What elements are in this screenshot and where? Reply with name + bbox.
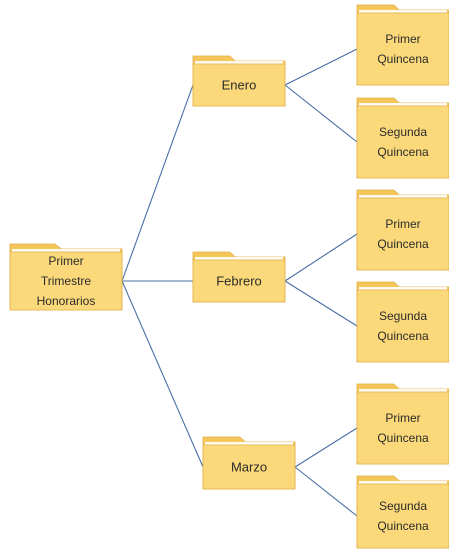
folder-icon [202, 436, 296, 490]
folder-icon [356, 383, 449, 465]
folder-icon [356, 189, 449, 271]
connector-line [121, 280, 204, 468]
folder-label: Febrero [216, 274, 262, 289]
folder-label: Quincena [377, 145, 429, 159]
folder-label: Quincena [377, 237, 429, 251]
folder-label: Quincena [377, 52, 429, 66]
folder-nodes: PrimerTrimestreHonorariosEneroPrimerQuin… [9, 4, 449, 549]
folder-label: Trimestre [41, 274, 92, 288]
month-folder-enero[interactable]: Enero [192, 55, 286, 107]
folder-label: Quincena [377, 519, 429, 533]
folder-label: Marzo [231, 460, 267, 475]
folder-label: Segunda [379, 499, 427, 513]
folder-icon [356, 475, 449, 549]
folder-label: Quincena [377, 329, 429, 343]
connector-line [121, 84, 194, 282]
connector-line [294, 427, 358, 468]
folder-label: Honorarios [37, 294, 96, 308]
folder-icon [356, 4, 449, 86]
folder-label: Enero [222, 78, 257, 93]
connector-line [284, 84, 358, 143]
connector-line [284, 233, 358, 282]
folder-icon [356, 97, 449, 179]
folder-label: Segunda [379, 125, 427, 139]
folder-label: Quincena [377, 431, 429, 445]
folder-label: Primer [385, 411, 420, 425]
month-folder-febrero[interactable]: Febrero [192, 251, 286, 303]
connector-line [284, 48, 358, 86]
folder-icon [192, 55, 286, 107]
connector-lines [121, 48, 358, 517]
month-folder-marzo[interactable]: Marzo [202, 436, 296, 490]
folder-icon [9, 243, 123, 311]
connector-line [294, 466, 358, 517]
folder-icon [356, 281, 449, 363]
folder-label: Primer [385, 32, 420, 46]
folder-label: Segunda [379, 309, 427, 323]
folder-icon [192, 251, 286, 303]
folder-label: Primer [48, 254, 83, 268]
folder-label: Primer [385, 217, 420, 231]
connector-line [284, 280, 358, 327]
